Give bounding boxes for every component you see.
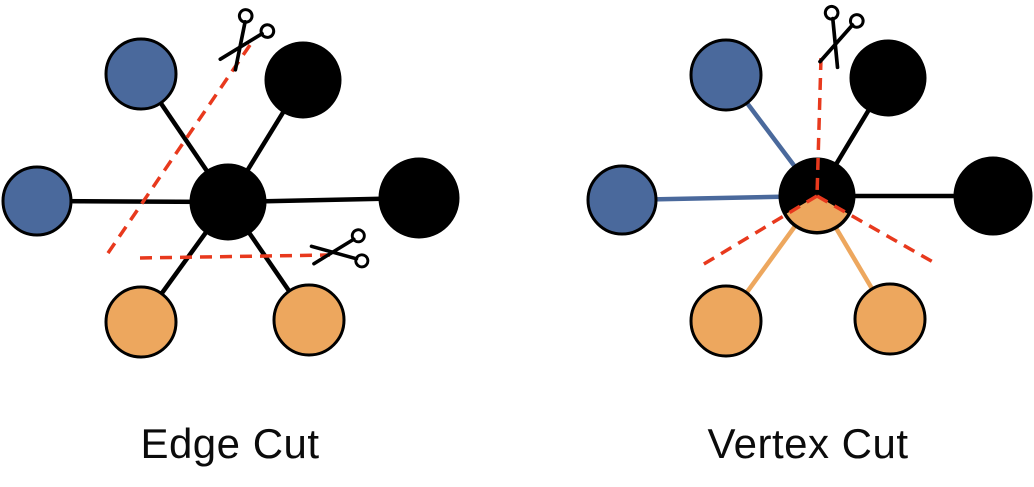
center-node-wedge [786, 196, 848, 231]
scissors-handle [354, 253, 370, 269]
caption-edge-cut: Edge Cut [140, 420, 320, 467]
orange-node [104, 285, 178, 359]
edge-cut-diagram [1, 8, 460, 359]
scissors-handle [350, 228, 366, 244]
scissors-blade [818, 23, 855, 64]
caption-vertex-cut: Vertex Cut [707, 420, 909, 467]
blue-node [689, 38, 763, 112]
scissors-handle [237, 8, 254, 24]
scissors-handle [823, 4, 840, 21]
center-node [189, 163, 267, 241]
blue-node [1, 165, 73, 237]
vertex-cut-diagram [586, 4, 1033, 358]
black-node [264, 41, 342, 119]
orange-node [689, 284, 763, 358]
cut-line [816, 194, 934, 264]
scissors-handle [259, 23, 276, 39]
cut-line [815, 57, 823, 197]
scissors-handle [848, 13, 865, 29]
scissors-icon [218, 8, 276, 72]
blue-node [104, 37, 178, 111]
orange-node [853, 282, 927, 356]
black-node [953, 156, 1033, 236]
black-node [378, 157, 460, 239]
blue-node [586, 164, 658, 236]
black-node [849, 39, 927, 117]
scissors-icon [309, 228, 370, 269]
cut-line [139, 253, 331, 260]
scissors-icon [818, 4, 865, 70]
cut-line [698, 194, 818, 269]
cut-line [102, 44, 252, 260]
scissors-blade [309, 244, 359, 261]
orange-node [272, 283, 346, 357]
scissors-blade [218, 31, 264, 62]
